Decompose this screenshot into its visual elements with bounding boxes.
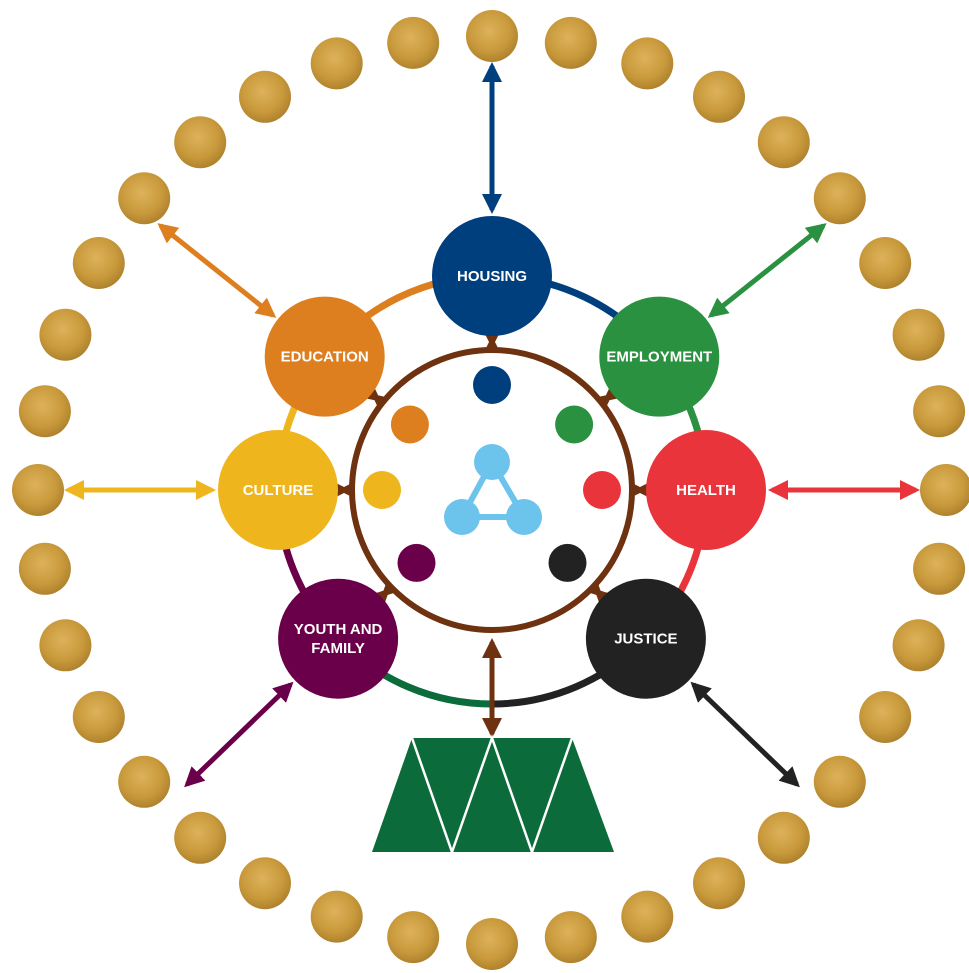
outer-gold-dot [39,619,92,672]
outer-gold-dot [757,811,810,864]
hub-color-dot [390,405,429,444]
outer-gold-dot [920,464,969,516]
tent-icon [372,734,614,856]
connector-arrows [64,62,920,788]
outer-gold-dot [859,691,912,743]
outer-gold-dot [892,308,945,361]
outer-gold-dot [174,116,227,169]
outer-gold-dot [239,857,291,910]
inner-arrow-employment [590,381,625,415]
outer-gold-dot [387,16,440,69]
network-icon [444,444,542,535]
node-label-youth-and-family: YOUTH AND [294,621,383,638]
outer-gold-dot [544,16,597,69]
outer-arrow-education [157,223,277,318]
outer-gold-dot [757,116,810,169]
central-hub [349,347,635,633]
node-culture: CULTURE [218,430,338,550]
node-label-health: HEALTH [676,482,736,499]
outer-arrow-employment [707,223,827,318]
outer-gold-dot [813,172,866,225]
node-label-justice: JUSTICE [614,631,677,648]
outer-gold-dot [118,172,171,225]
outer-gold-dot [12,464,64,516]
outer-gold-dot [693,857,745,910]
outer-gold-dot [466,10,518,62]
outer-gold-dot [18,542,71,595]
outer-gold-dot [859,237,912,289]
node-circle-justice [585,578,706,699]
node-circle-health [646,430,766,550]
node-circle-youth-and-family [278,578,399,699]
outer-gold-dot [913,385,966,438]
outer-gold-dot [892,619,945,672]
domain-nodes: HOUSING EMPLOYMENT HEALTH JUSTICE YOUTH AND F… [218,216,766,699]
inner-arrow-youth-and-family [368,575,403,610]
hub-color-dot [397,543,436,582]
node-housing: HOUSING [432,216,552,336]
node-circle-education [264,296,385,417]
hub-color-dot [548,543,587,582]
outer-gold-dot [621,890,674,943]
hub-color-dot [363,471,401,509]
node-circle-housing [432,216,552,336]
outer-gold-dot [18,385,71,438]
outer-gold-dot [174,811,227,864]
node-circle-employment [599,296,720,417]
node-label-youth-and-family: FAMILY [311,640,365,657]
hub-color-dot [583,471,621,509]
outer-gold-dot [72,691,125,743]
outer-gold-dot [310,890,363,943]
outer-gold-dot [239,70,291,123]
outer-gold-dot [387,911,440,964]
outer-gold-dot [544,911,597,964]
node-label-education: EDUCATION [281,349,369,366]
node-youth-and-family: YOUTH AND FAMILY [278,578,399,699]
node-label-culture: CULTURE [243,482,314,499]
outer-gold-dot [118,755,171,808]
node-label-housing: HOUSING [457,268,527,285]
node-employment: EMPLOYMENT [599,296,720,417]
node-health: HEALTH [646,430,766,550]
hub-color-dot [555,405,594,444]
inner-arrow-education [359,381,394,415]
node-circle-culture [218,430,338,550]
outer-gold-dot [310,37,363,90]
outer-arrow-youth-and-family [184,681,294,788]
outer-gold-dot [913,542,966,595]
tent-lines [410,734,574,856]
outer-dot-ring [12,10,969,970]
outer-gold-dot [39,308,92,361]
node-education: EDUCATION [264,296,385,417]
outer-gold-dot [693,70,745,123]
outer-gold-dot [621,37,674,90]
outer-gold-dot [813,755,866,808]
outer-gold-dot [466,918,518,970]
inner-arrow-justice [581,575,616,610]
hub-color-dot [473,366,511,404]
outer-arrow-justice [690,681,800,788]
tent-body [372,738,614,852]
node-justice: JUSTICE [585,578,706,699]
node-label-employment: EMPLOYMENT [606,349,712,366]
outer-gold-dot [72,237,125,289]
